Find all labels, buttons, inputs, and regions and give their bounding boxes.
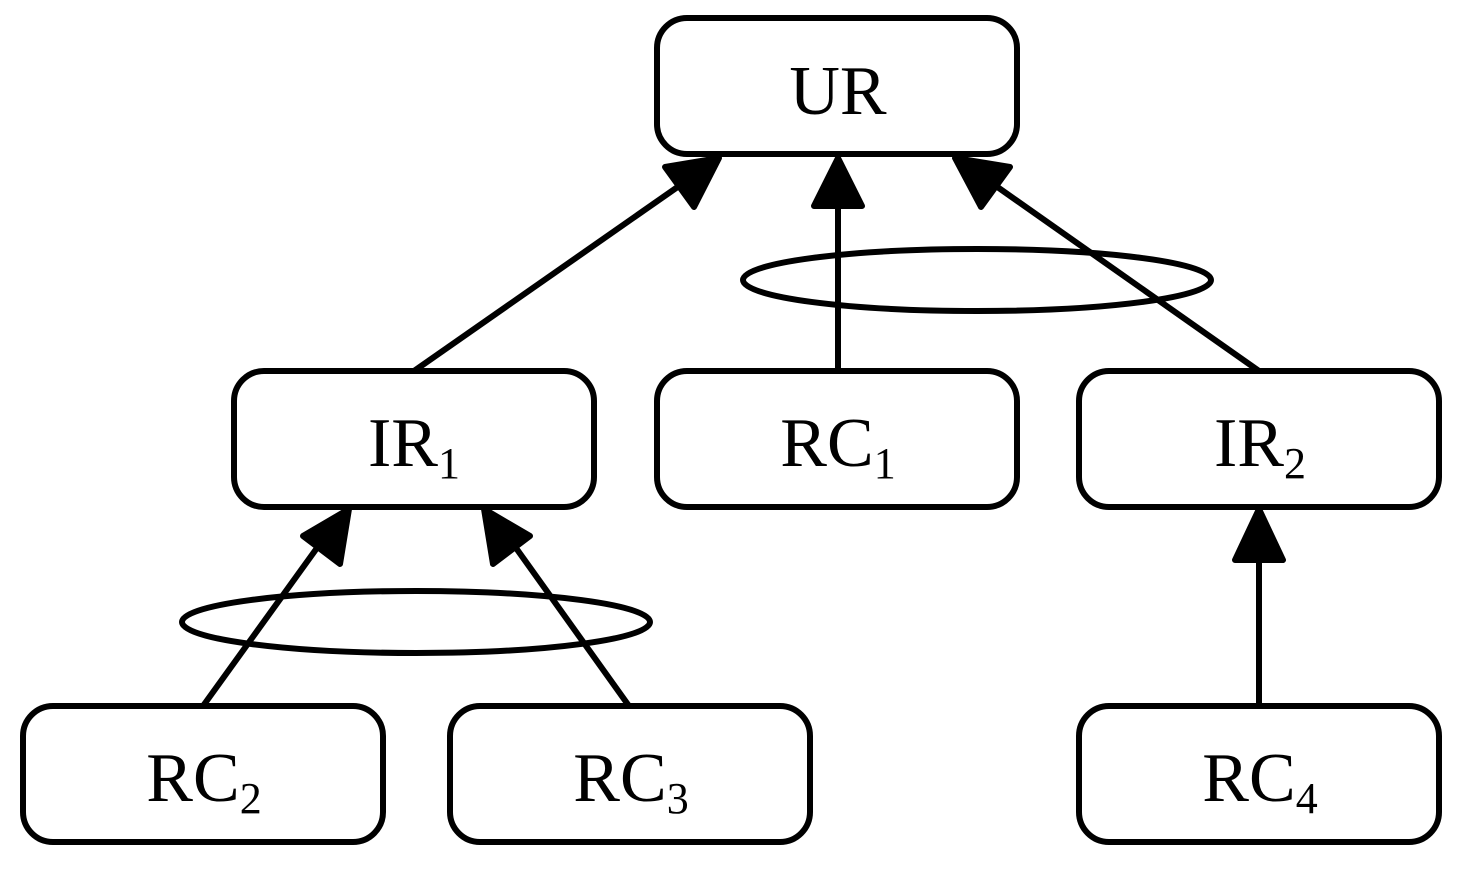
- node-ir2: IR2: [1076, 368, 1442, 510]
- node-ur: UR: [654, 15, 1020, 157]
- group-ellipse-upper: [740, 246, 1214, 314]
- group-ellipse-lower: [179, 588, 653, 656]
- node-label-subscript: 1: [874, 439, 896, 488]
- node-box: [447, 703, 813, 845]
- node-label-main: IR: [368, 405, 438, 482]
- edge-ir1-to-ur: [412, 183, 681, 374]
- edges: [200, 155, 1286, 708]
- node-box: [654, 15, 1020, 157]
- node-rc4: RC4: [1076, 703, 1442, 845]
- node-box: [1076, 703, 1442, 845]
- node-rc3: RC3: [447, 703, 813, 845]
- node-label-subscript: 2: [1284, 439, 1306, 488]
- node-label-main: RC: [1202, 740, 1295, 817]
- arrowhead-icon: [300, 506, 352, 567]
- edge-rc2-to-ir1: [200, 539, 325, 708]
- node-label-main: UR: [789, 53, 887, 130]
- node-label-main: IR: [1214, 405, 1284, 482]
- node-label: IR1: [368, 405, 460, 488]
- arrowhead-icon: [662, 155, 722, 210]
- grouping-ellipses: [179, 246, 1214, 656]
- node-label-subscript: 2: [240, 774, 262, 823]
- node-rc1: RC1: [654, 368, 1020, 510]
- node-label-subscript: 4: [1296, 774, 1318, 823]
- arrowhead-icon: [811, 155, 865, 209]
- node-box: [1076, 368, 1442, 510]
- node-label-main: RC: [573, 740, 666, 817]
- node-box: [20, 703, 386, 845]
- edge-rc3-to-ir1: [508, 539, 632, 708]
- node-label: RC1: [780, 405, 895, 488]
- node-rc2: RC2: [20, 703, 386, 845]
- node-label: RC4: [1202, 740, 1317, 823]
- node-label: IR2: [1214, 405, 1306, 488]
- node-box: [231, 368, 597, 510]
- node-box: [654, 368, 1020, 510]
- edge-ir2-to-ur: [994, 183, 1261, 374]
- node-label-subscript: 1: [438, 439, 460, 488]
- node-label-main: RC: [780, 405, 873, 482]
- node-label: RC3: [573, 740, 688, 823]
- arrowhead-icon: [952, 155, 1013, 210]
- node-ir1: IR1: [231, 368, 597, 510]
- node-label-subscript: 3: [667, 774, 689, 823]
- node-label: UR: [789, 53, 887, 130]
- node-label-main: RC: [146, 740, 239, 817]
- node-label: RC2: [146, 740, 261, 823]
- arrowhead-icon: [481, 506, 533, 567]
- arrowhead-icon: [1232, 506, 1286, 563]
